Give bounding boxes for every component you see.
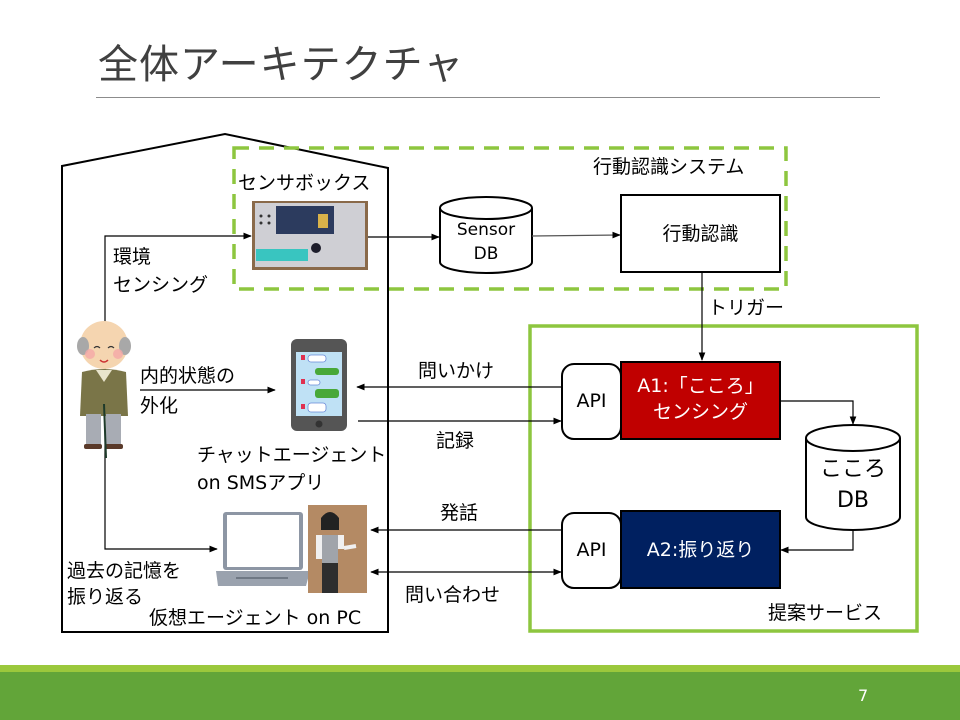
api-label-2: API [576,539,607,561]
sensor-db-cylinder [439,196,533,274]
proposal-service-boundary [528,324,919,633]
sensor-db-label-line1: Sensor [456,220,516,240]
proposal-service-label: 提案サービス [768,602,883,624]
footer-bar [0,672,960,720]
sensor-box-photo [252,201,368,270]
recall-label-line1: 過去の記憶を [67,560,182,582]
activity-system-label: 行動認識システム [593,156,745,178]
kokoro-db-label-line2: DB [836,488,870,513]
activity-recognition-box [620,194,781,273]
api-box-1 [561,363,622,440]
a2-label: A2:振り返り [646,539,755,561]
arrow-db-to-recognition [531,231,621,239]
api-box-2 [561,512,622,589]
externalize-label-line2: 外化 [140,395,179,417]
chat-agent-label-line2: on SMSアプリ [197,472,325,494]
smartphone-chat-illustration [291,339,347,431]
kokoro-db-label-line1: こころ [819,457,886,482]
slide-title: 全体アーキテクチャ [98,42,465,88]
flow-ask-label: 問いかけ [418,360,495,382]
virtual-agent-woman-image [308,505,367,593]
activity-recognition-label: 行動認識 [662,223,739,245]
a1-kokoro-sensing-box [620,361,781,440]
virtual-agent-label: 仮想エージェント on PC [149,607,362,629]
home-outline [61,132,389,633]
recall-label-line2: 振り返る [67,586,144,608]
flow-record-label: 記録 [436,430,475,452]
sensor-db-label-line2: DB [473,244,499,264]
flow-inquiry-label: 問い合わせ [405,584,501,606]
arrow-kokoro-db-to-a2 [780,530,854,554]
arrow-a1-to-kokoro-db [780,400,857,425]
chat-agent-label-line1: チャットエージェント [197,444,387,466]
arrow-recall [104,460,218,553]
env-sensing-label-line1: 環境 [113,246,152,268]
a1-label-line2: センシング [652,401,748,423]
flow-utterance-label: 発話 [440,502,479,524]
api-label-1: API [576,390,607,412]
page-number: 7 [858,686,869,705]
footer-accent-bar [0,665,960,672]
activity-system-boundary [232,146,788,291]
elderly-man-illustration [77,321,131,459]
externalize-label-line1: 内的状態の [140,365,236,387]
trigger-label: トリガー [708,297,785,319]
sensor-box-label: センサボックス [238,172,371,194]
laptop-illustration [216,512,310,586]
a1-label-line1: A1:「こころ」 [637,375,764,397]
title-divider [96,97,880,98]
env-sensing-label-line2: センシング [113,274,209,296]
